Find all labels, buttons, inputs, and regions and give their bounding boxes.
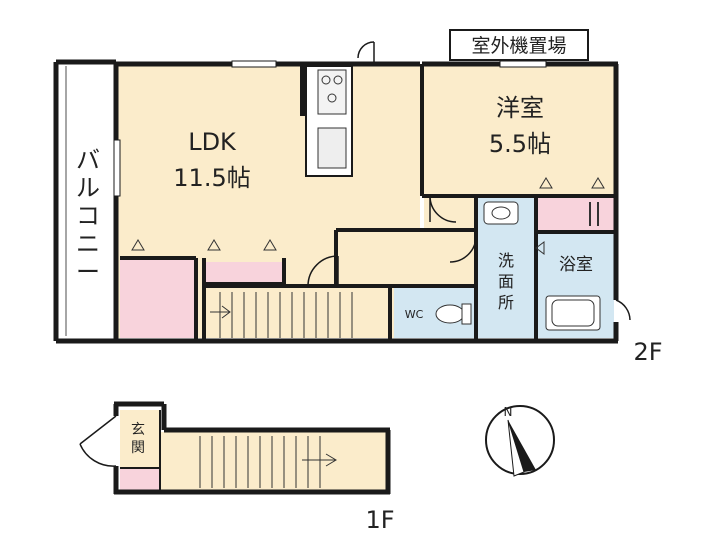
floor-1f-label: 1F: [365, 506, 394, 534]
staircase-2f: [206, 286, 386, 338]
floor-2f-label: 2F: [633, 338, 662, 366]
wc-label: WC: [405, 308, 424, 321]
closet-western: [538, 198, 614, 230]
svg-text:ー: ー: [76, 258, 100, 286]
fixture-markers: [131, 177, 605, 255]
bathtub-icon: [545, 295, 601, 331]
outdoor-unit-area: [449, 29, 589, 61]
stove-icon: [317, 69, 347, 115]
washbasin: [483, 201, 519, 225]
svg-text:ニ: ニ: [76, 230, 100, 258]
stairs-1f: [199, 436, 337, 488]
hallway: [338, 232, 476, 286]
bathroom-label: 浴室: [559, 255, 593, 275]
entrance-door: [79, 415, 117, 467]
svg-text:関: 関: [131, 440, 145, 456]
western-room: [424, 66, 614, 196]
balcony: [58, 62, 116, 342]
svg-text:面: 面: [498, 272, 514, 291]
shoe-storage: [120, 468, 160, 492]
svg-text:コ: コ: [76, 202, 100, 230]
interior-walls: [120, 64, 616, 341]
outdoor-unit-label: 室外機置場: [471, 35, 566, 57]
compass-north-label: N: [504, 405, 513, 419]
washroom-label: 洗 面 所: [498, 251, 514, 312]
ldk-label: LDK: [188, 128, 237, 156]
toilet-icon: [435, 303, 472, 325]
svg-text:所: 所: [498, 293, 514, 312]
svg-text:玄: 玄: [131, 421, 145, 438]
storage-small: [206, 262, 284, 284]
storage-ldk: [120, 258, 196, 338]
svg-text:洗: 洗: [498, 251, 514, 270]
stairs-2f: [210, 292, 353, 338]
svg-text:バ: バ: [76, 146, 100, 174]
svg-text:ル: ル: [76, 174, 100, 202]
kitchen-sink: [317, 127, 347, 169]
entrance-label: 玄 関: [131, 421, 145, 456]
balcony-label: バ ル コ ニ ー: [76, 146, 100, 286]
ldk-size: 11.5帖: [173, 164, 250, 192]
staircase-1f: [160, 432, 386, 490]
western-room-size: 5.5帖: [489, 130, 551, 158]
north-arrow-icon: N: [485, 405, 555, 477]
western-room-label: 洋室: [496, 94, 544, 122]
entrance: [120, 410, 160, 468]
doors: [307, 41, 631, 321]
